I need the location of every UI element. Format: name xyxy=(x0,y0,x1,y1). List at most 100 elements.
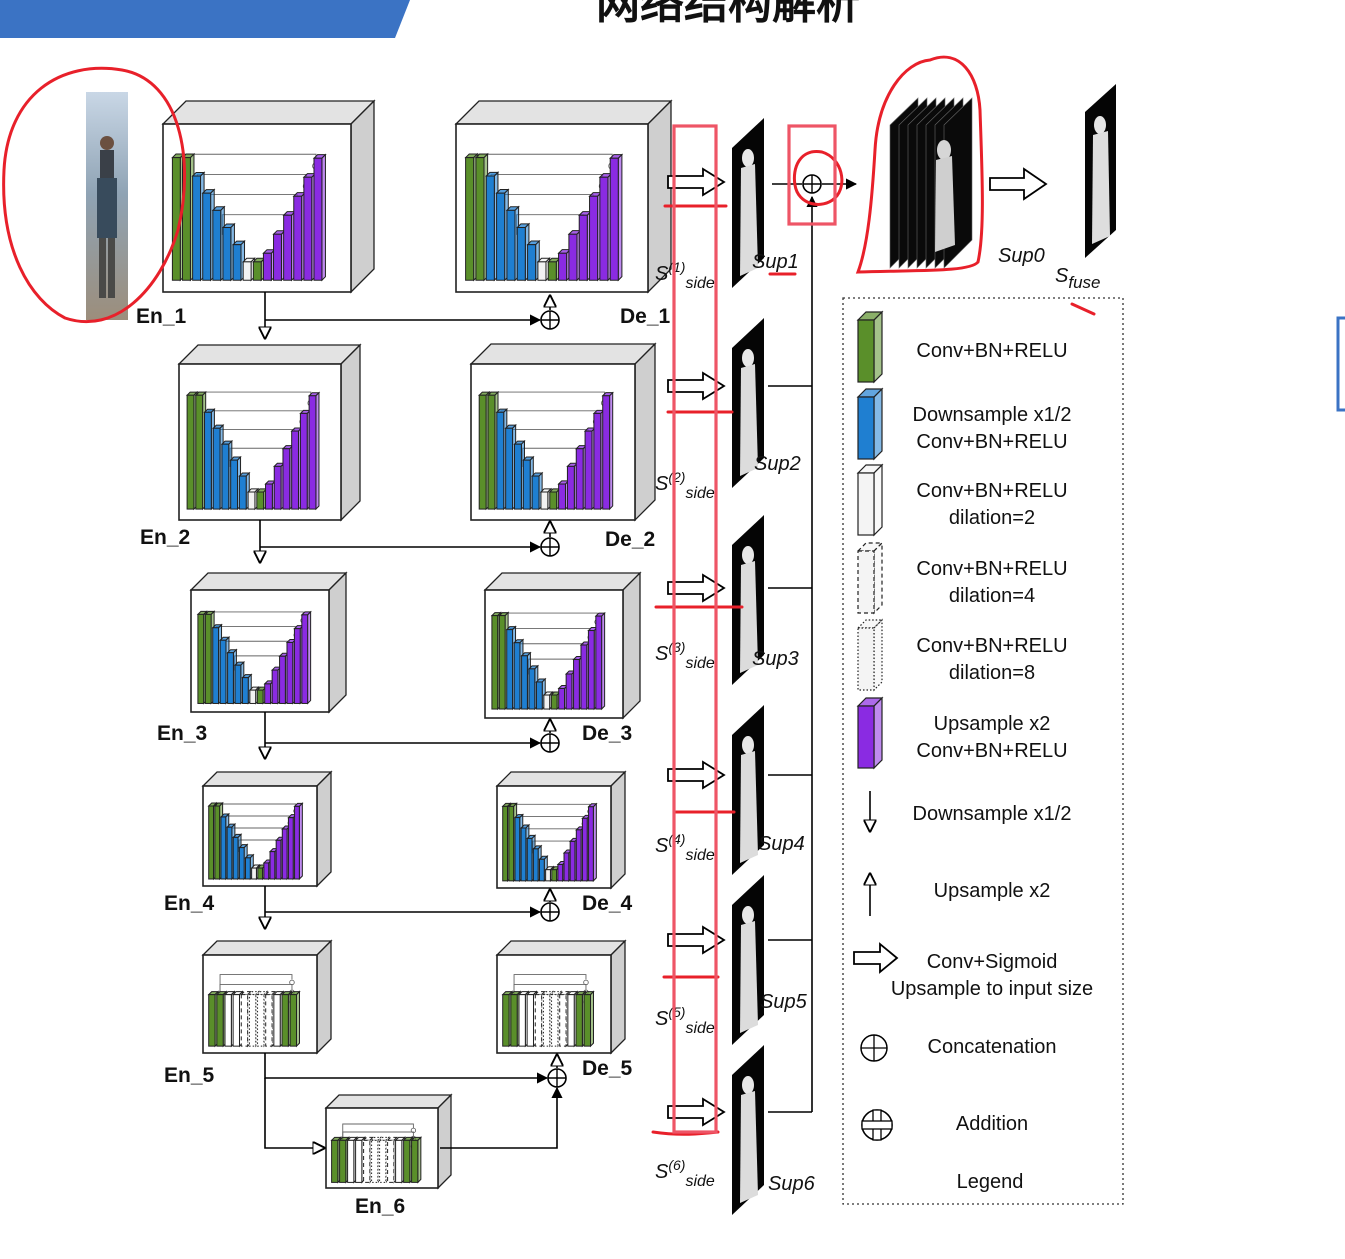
encoder-block-4 xyxy=(201,770,333,888)
decoder-block-3 xyxy=(483,571,642,720)
side-output-3: S(3)side Sup3 xyxy=(655,515,812,685)
encoder-label: En_4 xyxy=(164,892,215,915)
layer-purple xyxy=(312,153,327,282)
layer-green xyxy=(582,990,595,1048)
legend-item: Conv+BN+RELU xyxy=(856,310,1068,384)
sfuse-tick xyxy=(1070,302,1096,316)
legend-item-text: Upsample to input size xyxy=(891,978,1093,1000)
legend-item-text: Downsample x1/2 xyxy=(913,803,1072,825)
encoder-block-1 xyxy=(161,99,376,294)
side-output-6: S(6)side Sup6 xyxy=(655,1045,816,1215)
layer-purple xyxy=(608,153,624,282)
sup0-arrow xyxy=(989,167,1048,201)
purple-block-swatch xyxy=(857,705,875,769)
legend-item-text: Conv+BN+RELU xyxy=(916,558,1067,580)
encoder-label: En_3 xyxy=(157,722,207,745)
decoder-label: De_1 xyxy=(620,305,671,328)
skip-connection xyxy=(264,1053,549,1084)
legend-item-text: Upsample x2 xyxy=(934,713,1051,735)
layer-purple xyxy=(601,391,614,511)
side-output-label: S(3)side xyxy=(655,639,715,672)
encoder-block-6 xyxy=(324,1093,453,1190)
side-output-label: S(6)side xyxy=(655,1157,715,1190)
layer-green xyxy=(410,1136,423,1184)
sup-label: Sup3 xyxy=(752,648,799,670)
decoder-column: De_1De_2De_3De_4De_5 xyxy=(454,99,673,1080)
legend-item-text: Concatenation xyxy=(928,1036,1057,1058)
layer-blue xyxy=(526,239,541,282)
concat-node xyxy=(547,1068,567,1088)
downsample-arrow xyxy=(264,1078,324,1148)
cropped-frame-edge xyxy=(1336,316,1345,412)
stack-circle-annotation xyxy=(855,55,984,274)
decoder-label: De_2 xyxy=(605,528,655,551)
legend-title: Legend xyxy=(957,1171,1024,1193)
decoder-block-5 xyxy=(495,939,627,1055)
layer-purple xyxy=(594,611,606,711)
side-column-highlight xyxy=(672,124,718,1134)
side-output-2: S(2)side Sup2 xyxy=(655,318,812,502)
legend-item-text: Conv+BN+RELU xyxy=(916,740,1067,762)
sup-label: Sup2 xyxy=(754,453,801,475)
legend-item-text: dilation=8 xyxy=(949,662,1035,684)
dashed-block-swatch xyxy=(857,550,875,614)
layer-purple xyxy=(300,610,312,705)
legend-item-text: dilation=2 xyxy=(949,507,1035,529)
side-output-label: S(5)side xyxy=(655,1004,715,1037)
decoder-label: De_5 xyxy=(582,1057,633,1080)
legend-item-text: dilation=4 xyxy=(949,585,1035,607)
decoder-block-4 xyxy=(495,770,627,890)
decoder-label: De_3 xyxy=(582,722,632,745)
concat-node xyxy=(540,537,560,557)
dotted-block-swatch xyxy=(857,627,875,691)
legend-item: Upsample x2 Conv+BN+RELU xyxy=(856,696,1068,770)
green-block-swatch xyxy=(857,319,875,383)
fuse-node-circle-annotation xyxy=(792,150,844,206)
decoder-block-1 xyxy=(454,99,673,294)
sup-label: Sup1 xyxy=(752,251,799,273)
side-output-label: S(2)side xyxy=(655,469,715,502)
encoder-label: En_5 xyxy=(164,1064,215,1087)
legend-item-text: Conv+Sigmoid xyxy=(927,951,1058,973)
side-output-1: S(1)side Sup1 xyxy=(655,118,799,292)
legend-item-text: Conv+BN+RELU xyxy=(916,635,1067,657)
legend-item: Concatenation xyxy=(860,1034,1057,1062)
sup-label: Sup6 xyxy=(768,1173,816,1195)
legend-item: Addition xyxy=(861,1109,1028,1141)
encoder-label: En_6 xyxy=(355,1195,405,1218)
side-output-5: S(5)side Sup5 xyxy=(655,875,812,1045)
encoder-label: En_1 xyxy=(136,305,187,328)
sup-label: Sup5 xyxy=(760,991,808,1013)
encoder-label: En_2 xyxy=(140,526,190,549)
blue-block-swatch xyxy=(857,396,875,460)
legend-item-text: Downsample x1/2 xyxy=(913,404,1072,426)
hand-annotations xyxy=(2,55,1096,1136)
layer-green xyxy=(288,990,301,1048)
layer-purple xyxy=(307,391,321,511)
encoder-block-2 xyxy=(177,343,362,522)
legend-item-text: Conv+BN+RELU xyxy=(916,480,1067,502)
legend-item-text: Conv+BN+RELU xyxy=(916,431,1067,453)
encoder-column: En_1En_2En_3En_4En_5En_6 xyxy=(136,99,453,1218)
concat-node xyxy=(540,310,560,330)
layer-purple xyxy=(293,802,304,881)
decoder-block-2 xyxy=(469,342,657,522)
legend-item: Upsample x2 xyxy=(870,874,1050,916)
stacked-side-maps xyxy=(889,97,973,269)
legend-item-text: Conv+BN+RELU xyxy=(916,340,1067,362)
legend-item: Conv+BN+RELU dilation=4 xyxy=(856,541,1068,615)
side-output-label: S(1)side xyxy=(655,259,715,292)
upsample-arrow xyxy=(440,1086,563,1149)
fused-output-map xyxy=(1085,84,1116,258)
encoder-block-3 xyxy=(189,571,348,714)
legend-item: Conv+BN+RELU dilation=2 xyxy=(856,463,1068,537)
concat-node xyxy=(540,733,560,753)
connection-lines xyxy=(260,292,567,1149)
header-banner xyxy=(0,0,410,38)
decoder-label: De_4 xyxy=(582,892,633,915)
sup0-label: Sup0 xyxy=(998,245,1045,267)
